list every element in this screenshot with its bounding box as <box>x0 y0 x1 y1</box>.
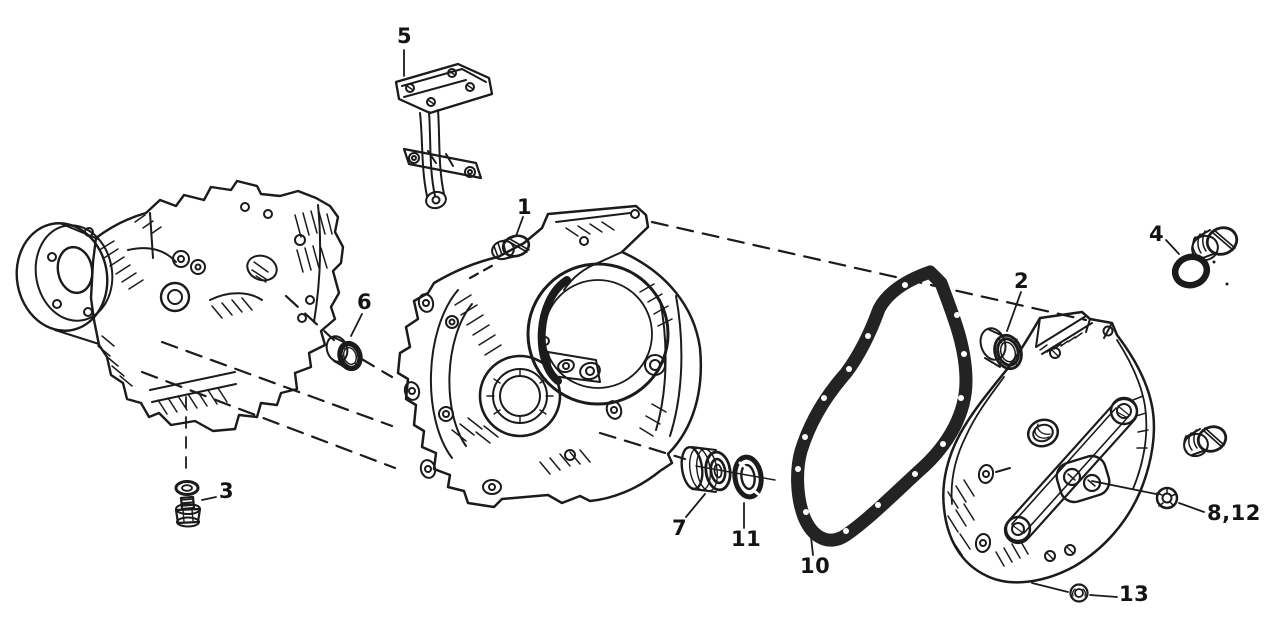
bearing-part-7-drawing <box>680 445 732 493</box>
plug-lower-right-drawing <box>1183 425 1228 458</box>
callout-label-2: 2 <box>1014 269 1030 293</box>
plug-part-1-drawing <box>491 234 531 261</box>
o-ring-part-4-drawing <box>1171 253 1229 289</box>
seal-part-11-drawing <box>732 454 764 500</box>
gasket-part-10-drawing <box>791 265 973 547</box>
left-crankcase-drawing <box>15 179 345 433</box>
top-mount-bracket-drawing <box>394 62 494 210</box>
leader-lines <box>201 49 1205 598</box>
callout-label-3: 3 <box>219 479 235 503</box>
callout-label-7: 7 <box>672 516 688 540</box>
washer-part-13-drawing <box>1069 583 1089 603</box>
alignment-dash-lines <box>140 220 1088 477</box>
outer-primary-cover-drawing <box>942 310 1156 584</box>
callout-label-1: 1 <box>517 195 533 219</box>
plug-part-4-drawing <box>1191 226 1239 262</box>
callout-label-5: 5 <box>397 24 413 48</box>
bearing-part-6-drawing <box>325 335 363 372</box>
callout-label-6: 6 <box>357 290 373 314</box>
bearing-part-2-drawing <box>979 327 1023 371</box>
callout-label-10: 10 <box>800 554 831 578</box>
inner-primary-housing-drawing <box>396 204 703 509</box>
drain-plug-part-3-drawing <box>174 480 202 528</box>
callout-label-11: 11 <box>731 527 762 551</box>
callout-label-4: 4 <box>1149 222 1165 246</box>
nut-part-8-12-drawing <box>1155 486 1179 510</box>
callout-label-8-12: 8,12 <box>1207 501 1261 525</box>
callout-label-13: 13 <box>1119 582 1150 606</box>
